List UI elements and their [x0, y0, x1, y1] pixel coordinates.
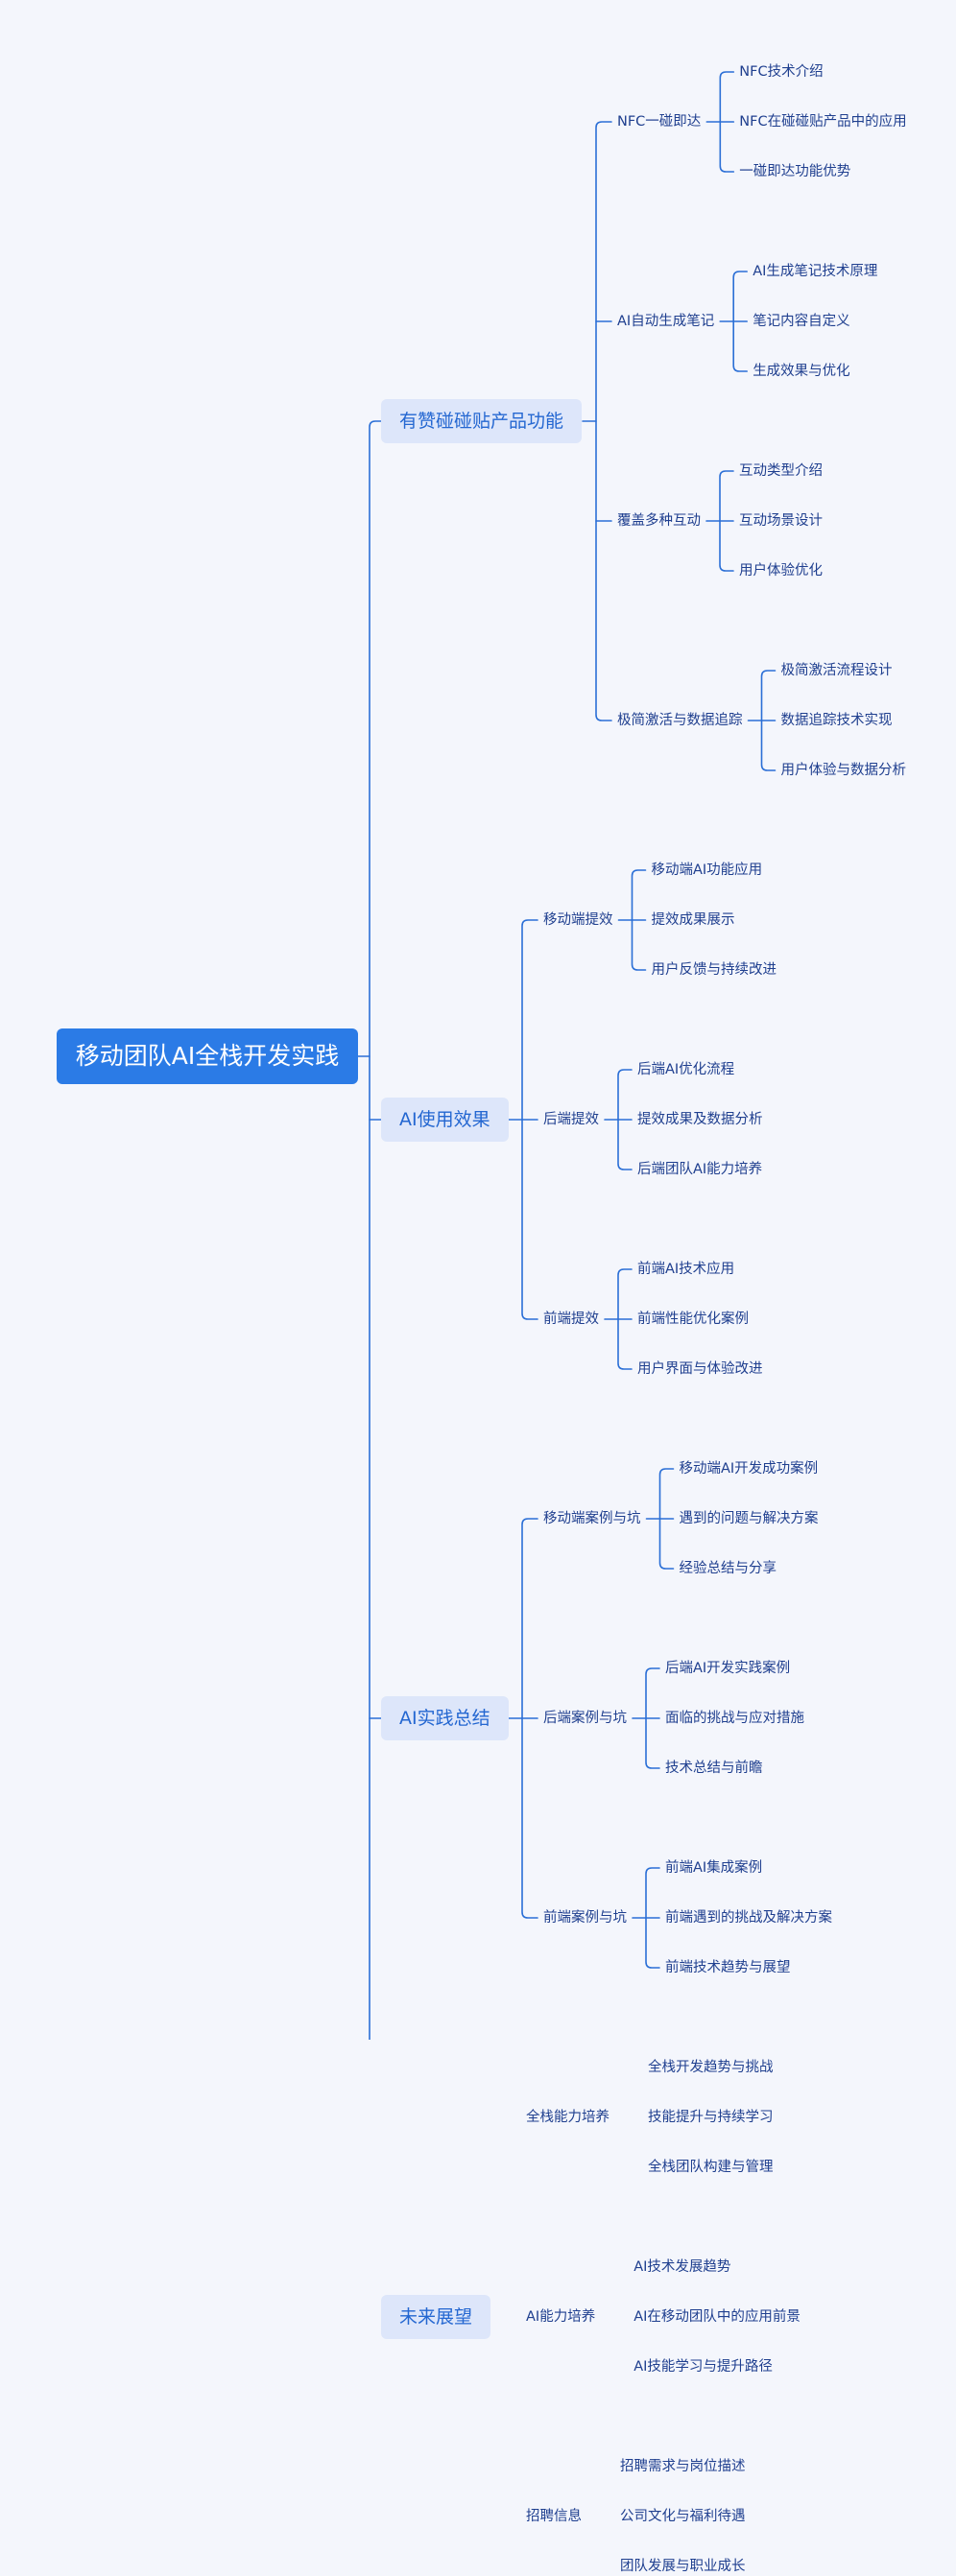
leaf-node[interactable]: NFC技术介绍 — [739, 64, 824, 80]
leaf-node[interactable]: AI在移动团队中的应用前景 — [633, 2309, 801, 2325]
leaf-node[interactable]: AI生成笔记技术原理 — [753, 264, 878, 279]
root-node[interactable]: 移动团队AI全栈开发实践 — [57, 1028, 358, 1084]
leaf-node[interactable]: 数据追踪技术实现 — [780, 713, 893, 728]
sub-branch-node[interactable]: 后端案例与坑 — [543, 1711, 627, 1726]
leaf-node[interactable]: 提效成果展示 — [651, 912, 735, 928]
leaf-node[interactable]: 前端性能优化案例 — [636, 1312, 749, 1327]
leaf-node[interactable]: 提效成果及数据分析 — [636, 1112, 763, 1127]
sub-branch-node[interactable]: NFC一碰即达 — [617, 114, 702, 130]
sub-branch-node[interactable]: 后端提效 — [543, 1112, 599, 1127]
sub-branch-node[interactable]: 覆盖多种互动 — [617, 513, 701, 529]
sub-branch-node[interactable]: 招聘信息 — [526, 2509, 582, 2524]
leaf-node[interactable]: 技术总结与前瞻 — [664, 1761, 763, 1776]
leaf-node[interactable]: 技能提升与持续学习 — [647, 2110, 774, 2125]
leaf-node[interactable]: AI技术发展趋势 — [633, 2259, 731, 2275]
branch-node[interactable]: AI实践总结 — [381, 1696, 509, 1740]
leaf-node[interactable]: 用户界面与体验改进 — [636, 1361, 763, 1377]
branch-node[interactable]: 有赞碰碰贴产品功能 — [381, 399, 583, 443]
connector-lines — [357, 71, 777, 2040]
leaf-node[interactable]: 公司文化与福利待遇 — [619, 2509, 746, 2524]
leaf-node[interactable]: 前端技术趋势与展望 — [664, 1960, 791, 1975]
mindmap-canvas: 移动团队AI全栈开发实践 有赞碰碰贴产品功能 NFC一碰即达 NFC技术介绍 NFC在… — [57, 64, 907, 2574]
leaf-node[interactable]: 移动端AI开发成功案例 — [679, 1461, 819, 1477]
leaf-node[interactable]: 后端团队AI能力培养 — [636, 1162, 763, 1177]
leaf-node[interactable]: 经验总结与分享 — [679, 1561, 777, 1576]
leaf-node[interactable]: 用户反馈与持续改进 — [651, 962, 777, 978]
sub-branch-node[interactable]: 全栈能力培养 — [526, 2110, 609, 2125]
leaf-node[interactable]: NFC在碰碰贴产品中的应用 — [739, 114, 907, 130]
sub-branch-node[interactable]: AI能力培养 — [526, 2309, 596, 2325]
leaf-node[interactable]: 招聘需求与岗位描述 — [619, 2459, 746, 2474]
branch-node[interactable]: AI使用效果 — [381, 1098, 509, 1142]
leaf-node[interactable]: 笔记内容自定义 — [753, 314, 850, 329]
leaf-node[interactable]: 全栈开发趋势与挑战 — [647, 2060, 774, 2075]
leaf-node[interactable]: AI技能学习与提升路径 — [633, 2359, 773, 2375]
leaf-node[interactable]: 前端AI集成案例 — [664, 1860, 763, 1876]
leaf-node[interactable]: 极简激活流程设计 — [780, 663, 893, 678]
leaf-node[interactable]: 面临的挑战与应对措施 — [664, 1711, 804, 1726]
leaf-node[interactable]: 用户体验与数据分析 — [780, 763, 906, 778]
leaf-node[interactable]: 前端AI技术应用 — [636, 1262, 735, 1277]
sub-branch-node[interactable]: 移动端案例与坑 — [543, 1511, 641, 1526]
trunk-bracket — [369, 420, 382, 2040]
leaf-node[interactable]: 生成效果与优化 — [753, 364, 850, 379]
leaf-node[interactable]: 互动类型介绍 — [738, 463, 823, 479]
branch-node[interactable]: 未来展望 — [381, 2295, 491, 2339]
sub-branch-node[interactable]: 前端提效 — [543, 1312, 599, 1327]
sub-branch-node[interactable]: 前端案例与坑 — [543, 1910, 627, 1926]
leaf-node[interactable]: 用户体验优化 — [738, 563, 823, 579]
leaf-node[interactable]: 团队发展与职业成长 — [619, 2559, 746, 2574]
leaf-node[interactable]: 前端遇到的挑战及解决方案 — [664, 1910, 832, 1926]
leaf-node[interactable]: 移动端AI功能应用 — [651, 863, 763, 878]
leaf-node[interactable]: 全栈团队构建与管理 — [647, 2160, 774, 2175]
leaf-node[interactable]: 后端AI优化流程 — [636, 1062, 735, 1077]
sub-branch-node[interactable]: AI自动生成笔记 — [617, 314, 715, 329]
leaf-node[interactable]: 后端AI开发实践案例 — [664, 1661, 791, 1676]
sub-branch-node[interactable]: 极简激活与数据追踪 — [617, 713, 743, 728]
sub-bracket — [595, 121, 612, 721]
leaf-node[interactable]: 遇到的问题与解决方案 — [679, 1511, 819, 1526]
leaf-node[interactable]: 互动场景设计 — [738, 513, 823, 529]
sub-branch-node[interactable]: 移动端提效 — [543, 912, 613, 928]
leaf-node[interactable]: 一碰即达功能优势 — [739, 164, 851, 179]
